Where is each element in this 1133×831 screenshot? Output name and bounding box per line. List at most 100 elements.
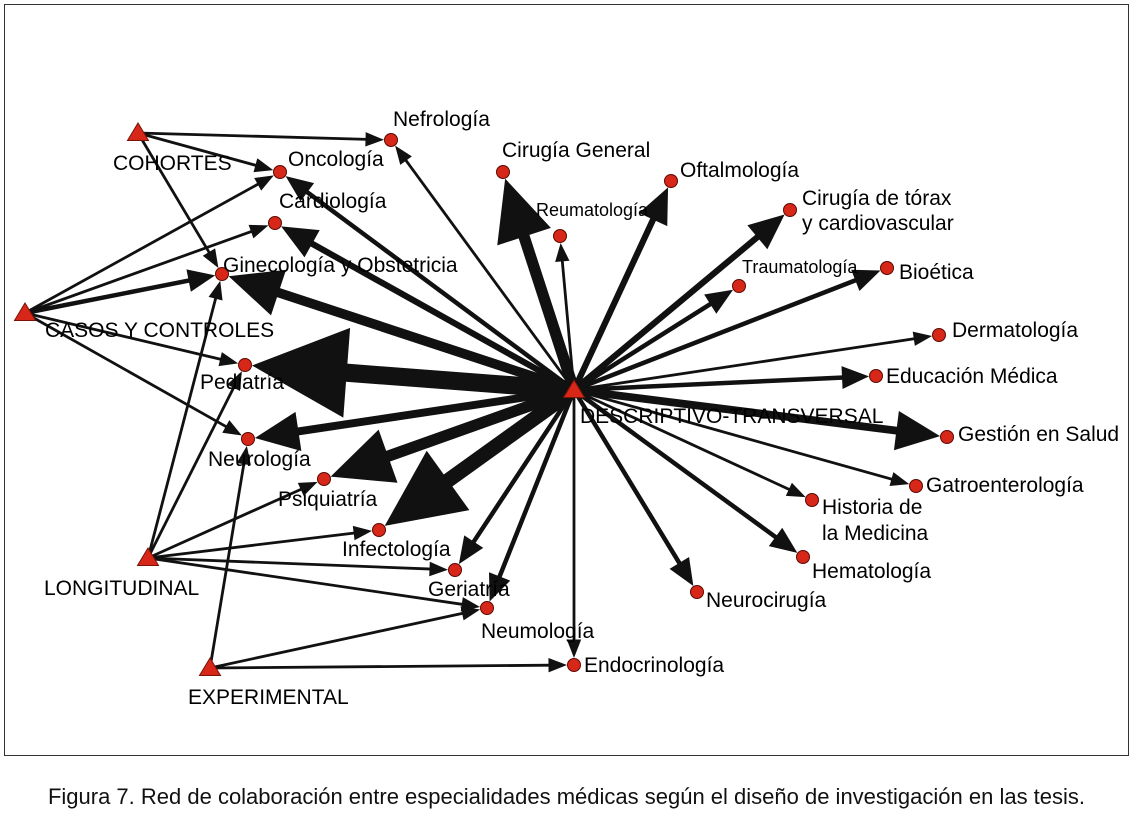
node-traumatologia-dot[interactable]	[732, 279, 746, 293]
edge-arrowhead	[566, 639, 582, 658]
edge-arrowhead	[352, 525, 373, 541]
edge-casos-oncologia	[24, 175, 274, 315]
edge-line	[572, 233, 761, 393]
node-cirugia_general-dot[interactable]	[496, 165, 510, 179]
label-endocrinologia: Endocrinología	[584, 654, 724, 677]
node-endocrinologia-dot[interactable]	[567, 658, 581, 672]
node-descriptivo-triangle[interactable]	[562, 379, 586, 398]
edge-arrowhead	[236, 445, 251, 466]
label-educacion: Educación Médica	[886, 365, 1058, 388]
edge-arrowhead	[254, 175, 274, 191]
label-reumatologia: Reumatología	[536, 200, 649, 220]
label-nefrologia: Nefrología	[393, 108, 490, 131]
edge-arrowhead	[548, 658, 568, 673]
label-descriptivo: DESCRIPTIVO-TRANSVERSAL	[580, 405, 883, 428]
label-neurocirugia: Neurocirugía	[706, 589, 827, 612]
label-cirugia_general: Cirugía General	[502, 139, 650, 162]
label-line: la Medicina	[822, 522, 929, 545]
edge-arrowhead	[747, 214, 785, 250]
edge-line	[573, 277, 859, 393]
edge-arrowhead	[251, 327, 351, 418]
edge-line	[24, 311, 229, 429]
node-pediatria-dot[interactable]	[238, 358, 252, 372]
label-experimental: EXPERIMENTAL	[188, 686, 349, 709]
label-oftalmologia: Oftalmología	[680, 159, 799, 182]
label-cardiologia: Cardiología	[279, 190, 387, 213]
node-psiquiatria-dot[interactable]	[317, 472, 331, 486]
node-longitudinal-triangle[interactable]	[136, 547, 160, 566]
edge-line	[304, 189, 576, 392]
edge-line	[137, 131, 368, 141]
edge-line	[308, 240, 576, 393]
edge-line	[573, 337, 916, 392]
node-reumatologia-dot[interactable]	[553, 229, 567, 243]
edge-line	[147, 556, 432, 571]
edge-line	[147, 531, 356, 560]
edge-arrowhead	[889, 472, 910, 487]
edge-arrowhead	[330, 429, 398, 483]
edge-arrowhead	[218, 352, 239, 367]
label-infectologia: Infectología	[342, 538, 451, 561]
node-neumologia-dot[interactable]	[480, 601, 494, 615]
node-neurologia-dot[interactable]	[241, 432, 255, 446]
edge-cohortes-nefrologia	[137, 131, 385, 147]
edge-arrowhead	[227, 371, 242, 392]
edge-descriptivo-traumatologia	[572, 289, 734, 392]
node-casos-triangle[interactable]	[13, 302, 37, 321]
node-experimental-triangle[interactable]	[198, 657, 222, 676]
edge-line	[209, 611, 465, 670]
node-oftalmologia-dot[interactable]	[664, 174, 678, 188]
label-line: y cardiovascular	[802, 212, 954, 235]
edge-line	[572, 301, 714, 392]
node-cardiologia-dot[interactable]	[268, 216, 282, 230]
edge-descriptivo-neurocirugia	[572, 388, 694, 587]
node-nefrologia-dot[interactable]	[384, 133, 398, 147]
edge-descriptivo-cirugia_torax	[572, 214, 785, 393]
label-casos: CASOS Y CONTROLES	[45, 319, 274, 342]
edge-descriptivo-historia	[573, 388, 806, 498]
edge-longitudinal-infectologia	[147, 525, 373, 560]
edge-line	[147, 487, 304, 560]
edge-descriptivo-endocrinologia	[566, 390, 582, 658]
node-infectologia-dot[interactable]	[372, 523, 386, 537]
node-historia-dot[interactable]	[805, 493, 819, 507]
node-bioetica-dot[interactable]	[880, 261, 894, 275]
edge-arrowhead	[395, 145, 412, 165]
edge-line	[136, 132, 212, 255]
edge-arrowhead	[841, 366, 870, 389]
edge-line	[147, 556, 464, 606]
edge-line	[573, 388, 894, 481]
edge-line	[442, 384, 579, 488]
edge-descriptivo-oftalmologia	[571, 187, 669, 392]
edge-line	[275, 287, 576, 395]
node-oncologia-dot[interactable]	[273, 165, 287, 179]
node-educacion-dot[interactable]	[869, 369, 883, 383]
node-neurocirugia-dot[interactable]	[690, 585, 704, 599]
label-longitudinal: LONGITUDINAL	[44, 577, 199, 600]
edge-line	[560, 259, 576, 391]
edge-longitudinal-pediatria	[146, 371, 242, 559]
edge-arrowhead	[704, 289, 734, 314]
node-cohortes-triangle[interactable]	[126, 122, 150, 141]
node-geriatria-dot[interactable]	[448, 563, 462, 577]
edge-line	[572, 388, 779, 540]
edge-line	[470, 388, 576, 545]
node-cirugia_torax-dot[interactable]	[783, 203, 797, 217]
label-line: Cirugía de tórax	[802, 187, 952, 210]
node-gastro-dot[interactable]	[909, 479, 923, 493]
edge-descriptivo-hematologia	[572, 388, 798, 553]
edge-experimental-neumologia	[209, 606, 481, 670]
edge-casos-cardiologia	[24, 224, 269, 315]
node-hematologia-dot[interactable]	[796, 550, 810, 564]
edge-casos-pediatria	[24, 311, 239, 367]
node-ginecologia-dot[interactable]	[215, 267, 229, 281]
node-dermatologia-dot[interactable]	[932, 328, 946, 342]
label-pediatria: Pediatría	[200, 371, 284, 394]
node-gestion-dot[interactable]	[940, 430, 954, 444]
label-neurologia: Neurología	[208, 448, 311, 471]
edge-line	[573, 388, 792, 492]
label-gestion: Gestión en Salud	[958, 423, 1119, 446]
